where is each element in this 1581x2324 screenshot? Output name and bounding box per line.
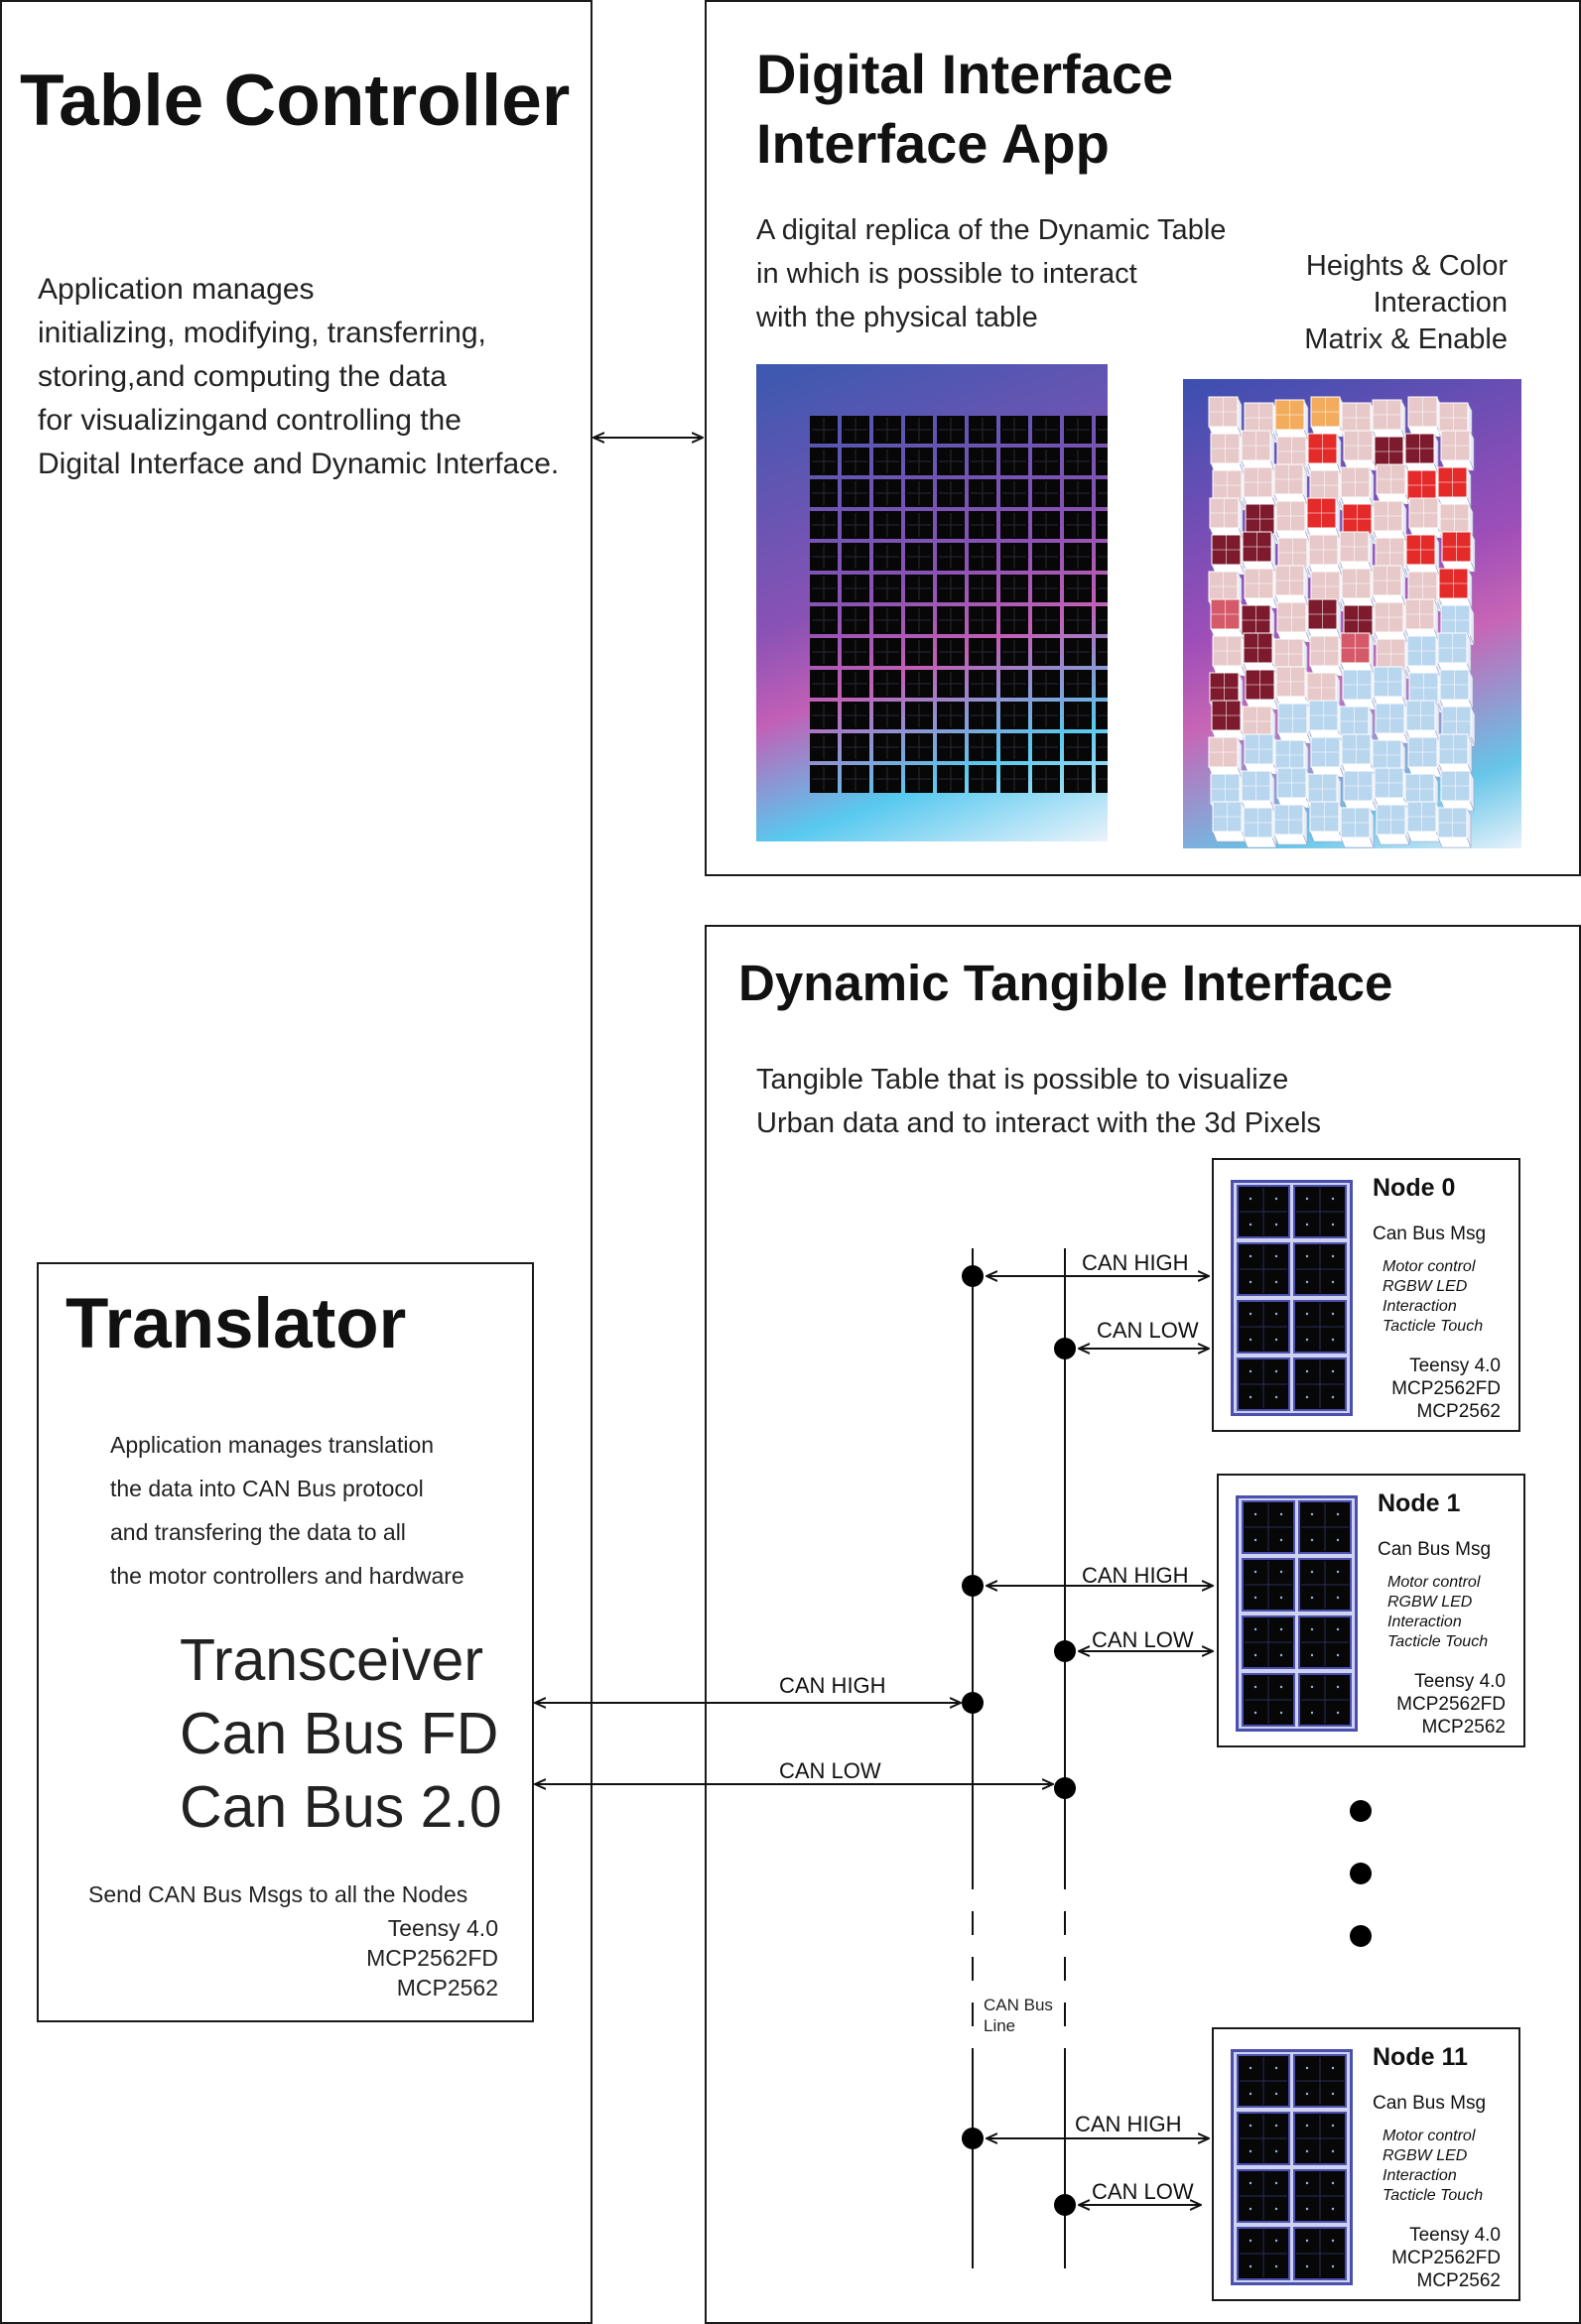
translator-panel: Translator Application manages translati…: [37, 1262, 534, 2022]
node-title: Node 11: [1373, 2043, 1468, 2071]
digital-interface-panel: Digital Interface Interface App A digita…: [705, 0, 1581, 876]
node-msg: Can Bus Msg: [1373, 2093, 1487, 2114]
node-pixel-module: [1231, 2049, 1353, 2285]
digital-replica-grid: [810, 416, 1108, 793]
node-hardware: Teensy 4.0 MCP2562FD MCP2562: [1391, 2225, 1501, 2291]
heights-color-matrix-image: [1183, 379, 1521, 848]
heights-color-matrix: [1208, 396, 1476, 848]
node-title: Node 1: [1378, 1489, 1461, 1517]
node-hardware: Teensy 4.0 MCP2562FD MCP2562: [1396, 1671, 1506, 1738]
node-pixel-module: [1231, 1180, 1353, 1416]
translator-hardware: Teensy 4.0 MCP2562FD MCP2562: [366, 1915, 498, 2001]
translator-protocols: Transceiver Can Bus FD Can Bus 2.0: [180, 1627, 502, 1840]
node-pixel-module: [1236, 1495, 1358, 1732]
node-card: Node 0 Can Bus Msg Motor control RGBW LE…: [1212, 1158, 1520, 1432]
dynamic-interface-description: Tangible Table that is possible to visua…: [756, 1064, 1322, 1139]
digital-interface-title-line1: Digital Interface: [756, 43, 1174, 105]
digital-interface-title: Digital Interface Interface App: [756, 40, 1173, 179]
dynamic-interface-title: Dynamic Tangible Interface: [738, 955, 1393, 1011]
node-card: Node 1 Can Bus Msg Motor control RGBW LE…: [1217, 1474, 1525, 1747]
node-hardware: Teensy 4.0 MCP2562FD MCP2562: [1391, 1356, 1501, 1422]
node-pixel-grid: [1231, 1180, 1353, 1416]
node-features: Motor control RGBW LED Interaction Tacti…: [1383, 1258, 1484, 1335]
digital-interface-description: A digital replica of the Dynamic Table i…: [756, 214, 1227, 333]
digital-interface-side-label: Heights & Color Interaction Matrix & Ena…: [1304, 250, 1508, 355]
node-pixel-grid: [1231, 2049, 1353, 2285]
translator-footer-line: Send CAN Bus Msgs to all the Nodes: [88, 1881, 468, 1907]
can-bus-line-label: CAN Bus Line: [984, 1993, 1053, 2038]
digital-replica-image: [756, 364, 1108, 841]
table-controller-description: Application manages initializing, modify…: [38, 273, 560, 480]
node-card: Node 11 Can Bus Msg Motor control RGBW L…: [1212, 2027, 1520, 2301]
node-msg: Can Bus Msg: [1373, 1224, 1487, 1244]
digital-interface-title-line2: Interface App: [756, 112, 1110, 175]
translator-description: Application manages translation the data…: [110, 1432, 464, 1589]
node-pixel-grid: [1236, 1495, 1358, 1732]
node-title: Node 0: [1373, 1174, 1456, 1202]
table-controller-title: Table Controller: [20, 61, 571, 141]
node-features: Motor control RGBW LED Interaction Tacti…: [1383, 2128, 1484, 2204]
translator-title: Translator: [66, 1285, 407, 1363]
node-msg: Can Bus Msg: [1378, 1539, 1492, 1560]
node-features: Motor control RGBW LED Interaction Tacti…: [1387, 1574, 1489, 1650]
